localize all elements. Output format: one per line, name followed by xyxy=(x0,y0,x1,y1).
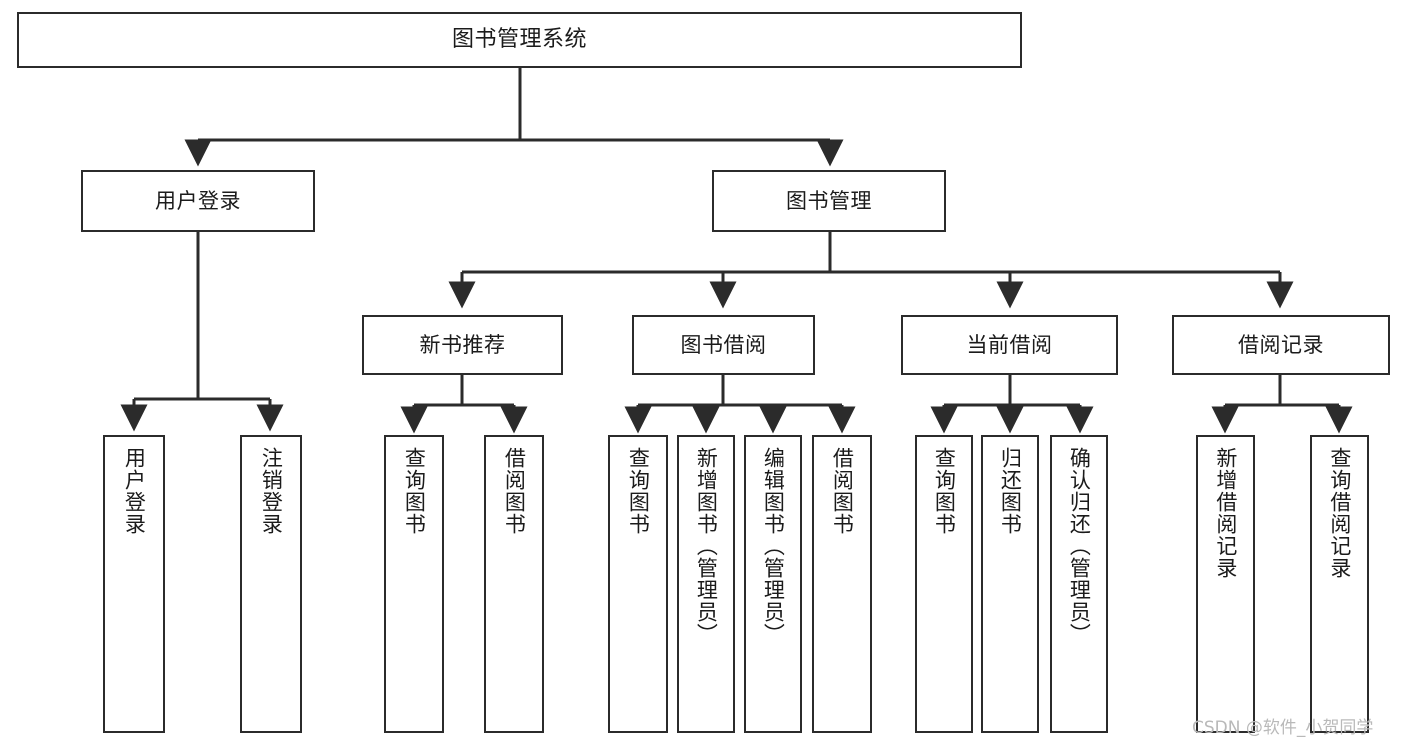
node-leaf-query-book-1[interactable]: 查询图书 xyxy=(384,435,444,733)
watermark: CSDN @软件_小贺同学 xyxy=(1192,718,1374,738)
node-leaf-edit-book[interactable]: 编辑图书（管理员） xyxy=(744,435,802,733)
node-user-login[interactable]: 用户登录 xyxy=(81,170,315,232)
node-leaf-return-book[interactable]: 归还图书 xyxy=(981,435,1039,733)
node-book-management[interactable]: 图书管理 xyxy=(712,170,946,232)
node-book-borrow[interactable]: 图书借阅 xyxy=(632,315,815,375)
node-leaf-user-logout[interactable]: 注销登录 xyxy=(240,435,302,733)
node-leaf-query-book-2[interactable]: 查询图书 xyxy=(608,435,668,733)
node-label: 新增图书（管理员） xyxy=(694,447,719,645)
node-leaf-add-record[interactable]: 新增借阅记录 xyxy=(1196,435,1255,733)
node-leaf-borrow-book-2[interactable]: 借阅图书 xyxy=(812,435,872,733)
node-label: 借阅记录 xyxy=(1238,332,1324,357)
node-label: 图书管理系统 xyxy=(451,26,587,52)
node-label: 注销登录 xyxy=(259,447,284,535)
node-leaf-user-login[interactable]: 用户登录 xyxy=(103,435,165,733)
node-label: 查询图书 xyxy=(932,447,957,535)
node-label: 图书借阅 xyxy=(680,332,767,357)
node-book-management-system[interactable]: 图书管理系统 xyxy=(17,12,1022,68)
node-leaf-query-book-3[interactable]: 查询图书 xyxy=(915,435,973,733)
node-label: 确认归还（管理员） xyxy=(1067,447,1092,645)
node-leaf-query-record[interactable]: 查询借阅记录 xyxy=(1310,435,1369,733)
node-label: 查询图书 xyxy=(402,447,427,535)
node-label: 用户登录 xyxy=(155,188,241,213)
node-label: 查询借阅记录 xyxy=(1327,447,1352,579)
node-label: 借阅图书 xyxy=(830,447,855,535)
node-label: 新书推荐 xyxy=(419,332,506,357)
node-label: 查询图书 xyxy=(626,447,651,535)
node-label: 新增借阅记录 xyxy=(1213,447,1238,579)
node-label: 用户登录 xyxy=(122,447,147,535)
node-current-borrow[interactable]: 当前借阅 xyxy=(901,315,1118,375)
node-label: 图书管理 xyxy=(786,188,872,213)
node-leaf-confirm-return[interactable]: 确认归还（管理员） xyxy=(1050,435,1108,733)
node-leaf-add-book[interactable]: 新增图书（管理员） xyxy=(677,435,735,733)
node-label: 当前借阅 xyxy=(966,332,1053,357)
node-new-book-recommend[interactable]: 新书推荐 xyxy=(362,315,563,375)
node-borrow-record[interactable]: 借阅记录 xyxy=(1172,315,1390,375)
node-label: 归还图书 xyxy=(998,447,1023,535)
node-label: 借阅图书 xyxy=(502,447,527,535)
node-leaf-borrow-book-1[interactable]: 借阅图书 xyxy=(484,435,544,733)
node-label: 编辑图书（管理员） xyxy=(761,447,786,645)
